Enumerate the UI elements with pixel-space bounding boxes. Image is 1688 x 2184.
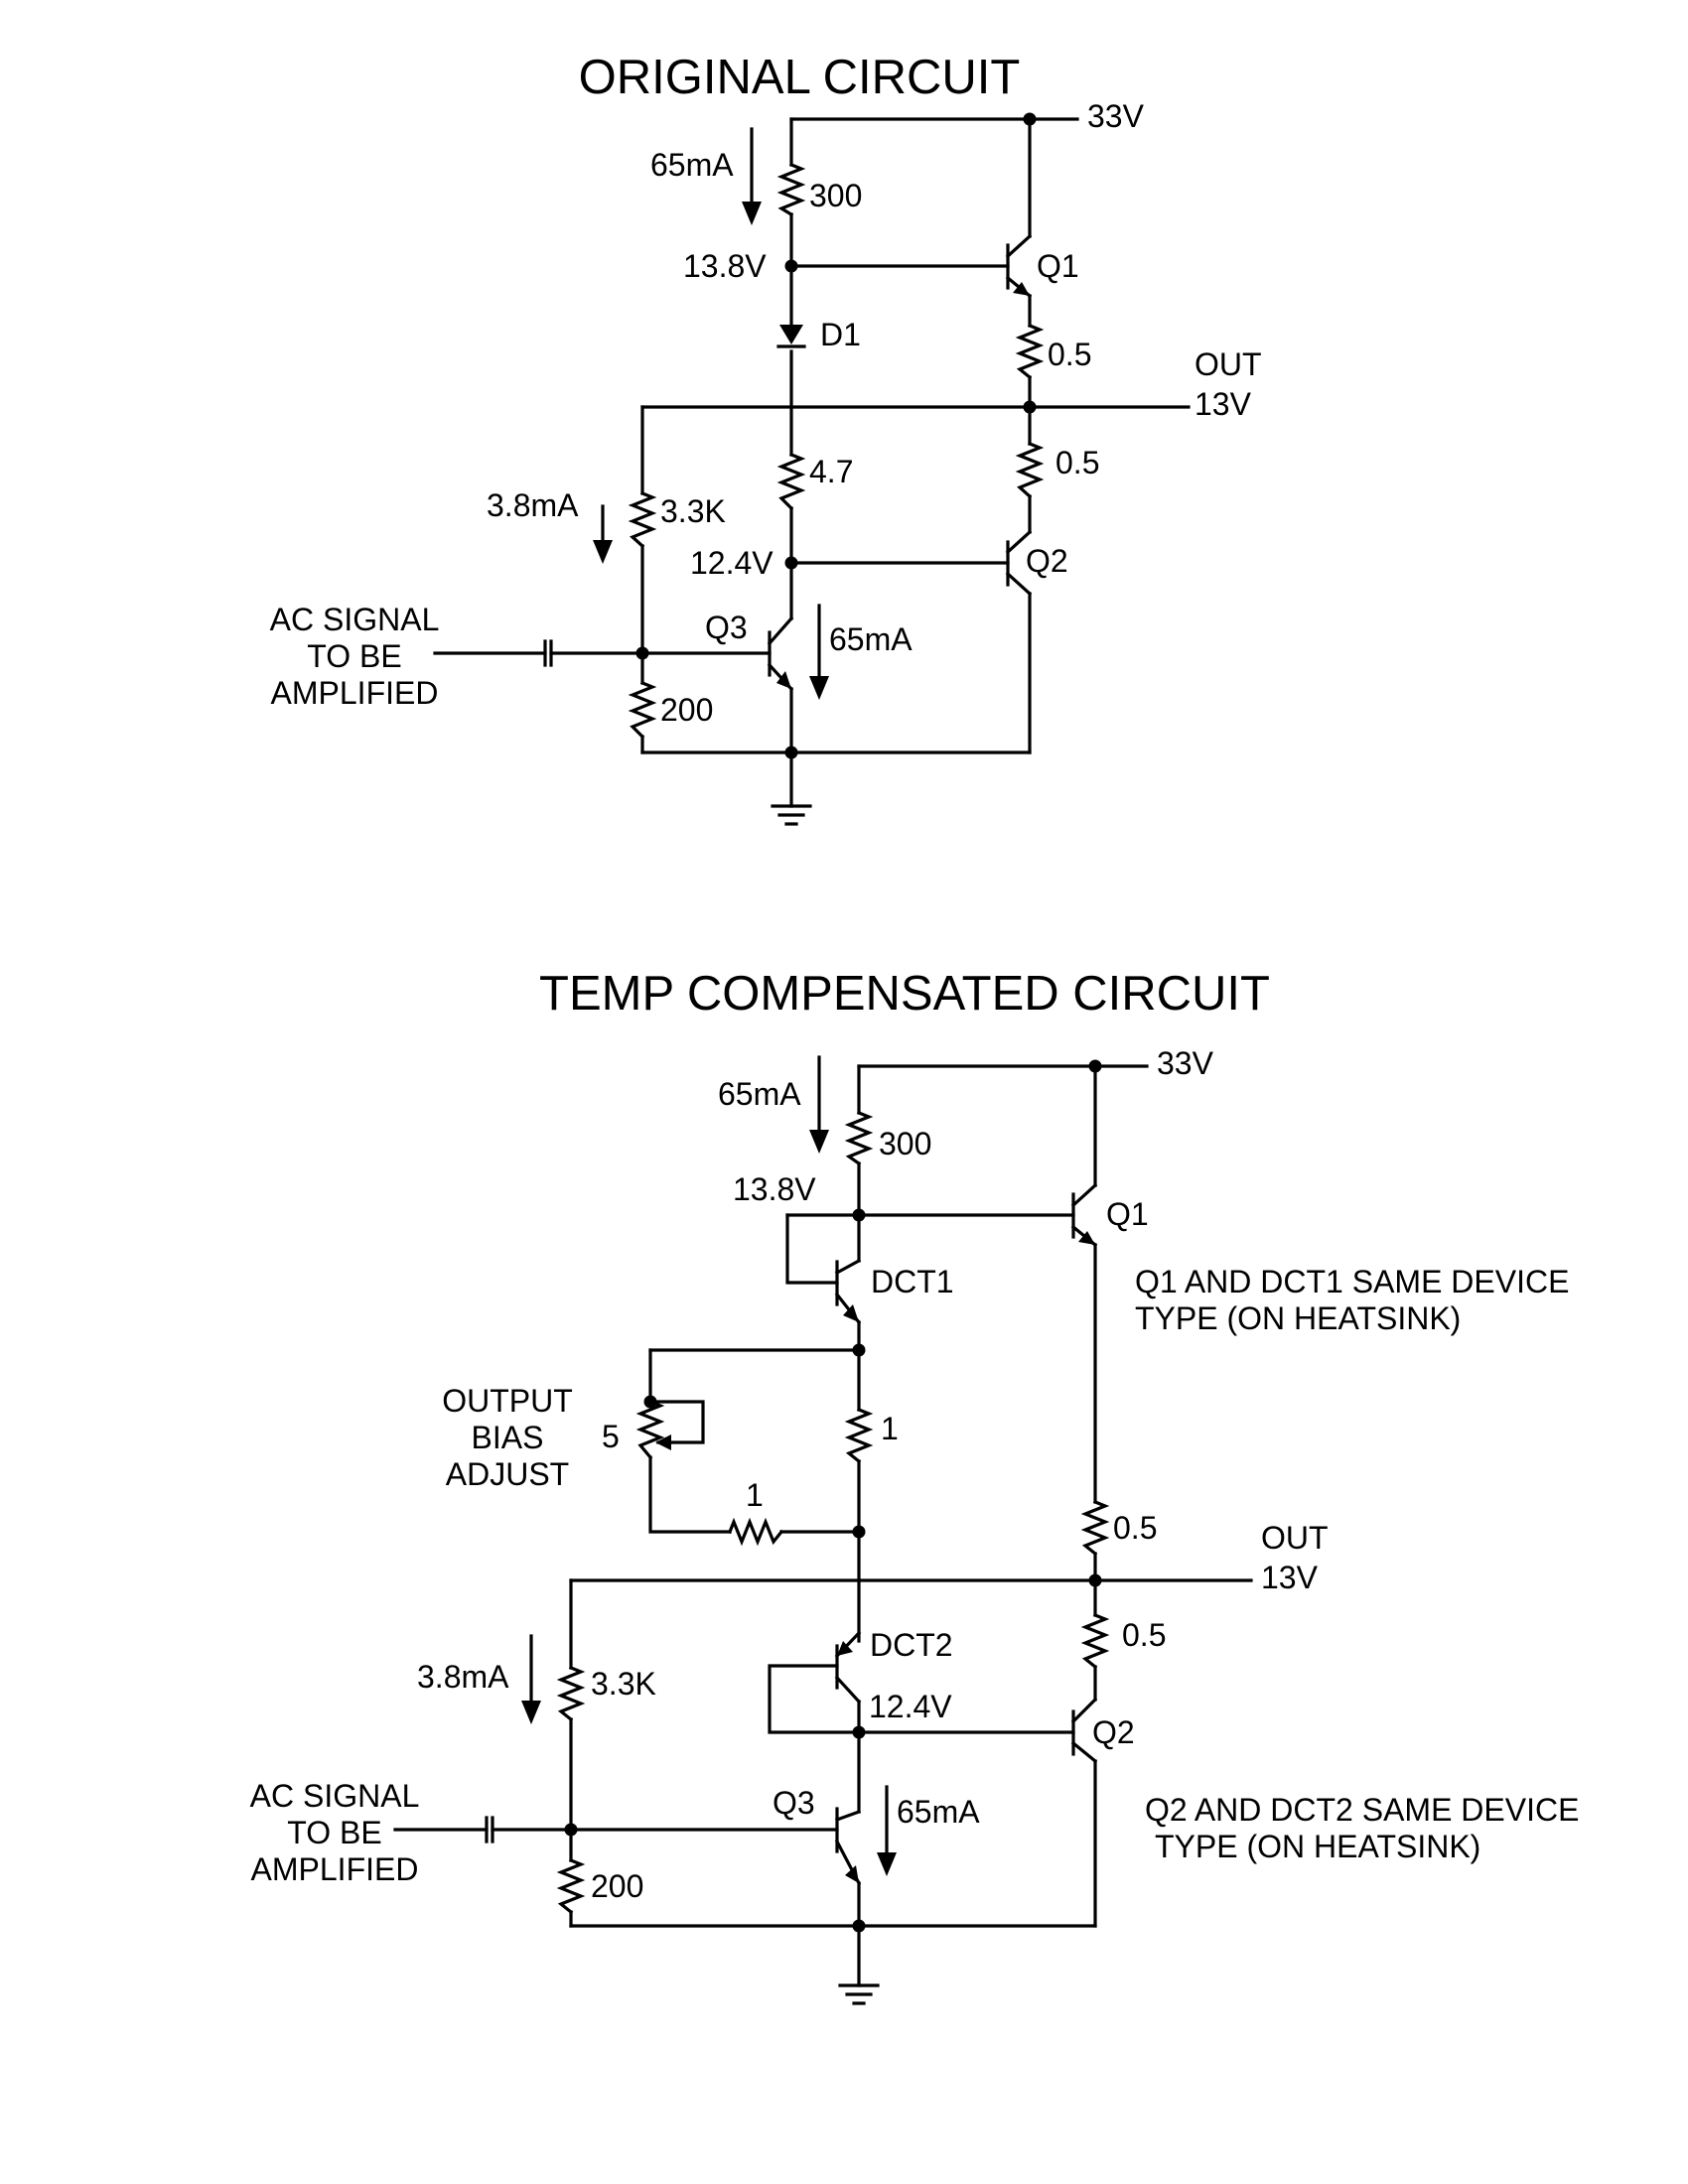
resistor-q2-emitter <box>1080 1612 1110 1670</box>
label-q3: Q3 <box>773 1785 815 1821</box>
original-junctions <box>635 112 1037 759</box>
original-transistor-q1 <box>1005 233 1033 299</box>
resistor-3.3k <box>556 1665 586 1722</box>
label-supply: 33V <box>1157 1045 1214 1081</box>
label-out-voltage: 13V <box>1195 386 1252 422</box>
resistor-1-series <box>844 1407 874 1464</box>
label-bias-line1: OUTPUT <box>442 1383 573 1419</box>
resistor-4.7 <box>776 452 806 511</box>
label-r-q2-emitter: 0.5 <box>1122 1617 1166 1653</box>
label-input-line2: TO BE <box>287 1815 381 1850</box>
original-circuit: ORIGINAL CIRCUIT <box>270 51 1262 826</box>
compensated-transistor-q2 <box>1070 1697 1098 1764</box>
compensated-pot-wiper <box>655 1434 671 1450</box>
label-r-divider-top: 3.3K <box>591 1666 656 1702</box>
compensated-current-arrows <box>521 1055 897 1876</box>
original-capacitor <box>543 639 553 667</box>
label-q1: Q1 <box>1037 248 1079 284</box>
label-bias-line3: ADJUST <box>446 1456 569 1492</box>
compensated-transistor-dct1 <box>834 1258 862 1325</box>
label-out: OUT <box>1261 1520 1329 1556</box>
resistor-200 <box>628 680 657 740</box>
original-transistor-q2 <box>1005 529 1033 597</box>
label-current-top: 65mA <box>650 147 734 183</box>
compensated-circuit-title: TEMP COMPENSATED CIRCUIT <box>539 967 1270 1021</box>
label-current-q3: 65mA <box>897 1794 980 1830</box>
label-r-lower: 1 <box>746 1477 764 1513</box>
original-wires <box>433 117 1191 826</box>
label-input-line1: AC SIGNAL <box>270 602 440 637</box>
label-r-q1-emitter: 0.5 <box>1048 337 1091 372</box>
resistor-q2-emitter <box>1015 441 1045 499</box>
compensated-capacitor <box>485 1816 494 1843</box>
compensated-junctions <box>564 1059 1102 1933</box>
label-r-divider-top: 3.3K <box>660 493 726 529</box>
potentiometer-5 <box>635 1399 665 1460</box>
label-out-voltage: 13V <box>1261 1560 1319 1595</box>
label-input-line2: TO BE <box>307 638 401 674</box>
resistor-300 <box>844 1110 874 1166</box>
label-note-q1-line2: TYPE (ON HEATSINK) <box>1135 1300 1461 1336</box>
label-r-q1-emitter: 0.5 <box>1113 1510 1157 1546</box>
label-v-node-bottom: 12.4V <box>869 1689 952 1724</box>
label-input-line1: AC SIGNAL <box>250 1778 420 1814</box>
resistor-q1-emitter <box>1015 323 1045 380</box>
label-dct2: DCT2 <box>870 1627 953 1663</box>
label-input-line3: AMPLIFIED <box>271 675 439 711</box>
label-q2: Q2 <box>1026 543 1068 579</box>
label-current-q3: 65mA <box>829 621 913 657</box>
label-q1: Q1 <box>1106 1196 1149 1232</box>
resistor-300 <box>776 162 806 217</box>
compensated-transistor-q3 <box>834 1807 862 1886</box>
label-r-divider-bottom: 200 <box>591 1868 643 1904</box>
label-input-line3: AMPLIFIED <box>251 1851 419 1887</box>
original-current-arrows <box>593 127 829 700</box>
label-pot-value: 5 <box>602 1419 620 1454</box>
label-supply: 33V <box>1087 98 1145 134</box>
label-current-divider: 3.8mA <box>487 487 579 523</box>
compensated-transistor-dct2 <box>834 1630 862 1705</box>
original-resistors <box>628 162 1045 740</box>
label-v-node-top: 13.8V <box>683 248 767 284</box>
label-d1: D1 <box>820 317 861 352</box>
compensated-resistors <box>556 1110 1110 1915</box>
compensated-circuit: TEMP COMPENSATED CIRCUIT <box>250 967 1580 2005</box>
label-dct1: DCT1 <box>871 1264 954 1299</box>
label-v-node-bottom: 12.4V <box>690 545 774 581</box>
original-circuit-title: ORIGINAL CIRCUIT <box>579 51 1021 104</box>
label-r-series: 1 <box>881 1411 899 1446</box>
original-labels: 33V 65mA 300 13.8V Q1 D1 0.5 OUT 13V 0.5… <box>270 98 1262 728</box>
resistor-1-lower <box>727 1517 784 1547</box>
original-diode-d1 <box>776 325 806 348</box>
label-bias-line2: BIAS <box>472 1420 544 1455</box>
label-q2: Q2 <box>1092 1714 1135 1750</box>
label-note-q2-line2: TYPE (ON HEATSINK) <box>1155 1829 1480 1864</box>
label-r-top: 300 <box>879 1126 931 1161</box>
compensated-labels: 33V 65mA 300 13.8V Q1 DCT1 Q1 AND DCT1 S… <box>250 1045 1580 1904</box>
label-note-q1-line1: Q1 AND DCT1 SAME DEVICE <box>1135 1264 1569 1299</box>
label-current-top: 65mA <box>718 1076 801 1112</box>
label-r-q2-emitter: 0.5 <box>1055 445 1099 480</box>
label-out: OUT <box>1195 346 1262 382</box>
label-r-top: 300 <box>809 178 862 213</box>
label-q3: Q3 <box>705 610 748 645</box>
compensated-wires <box>393 1064 1253 2005</box>
label-current-divider: 3.8mA <box>417 1659 509 1695</box>
resistor-200 <box>556 1857 586 1915</box>
resistor-3.3k <box>628 490 657 549</box>
original-transistor-q3 <box>767 615 794 692</box>
label-v-node-top: 13.8V <box>733 1171 816 1207</box>
label-r-bias: 4.7 <box>809 454 853 489</box>
label-r-divider-bottom: 200 <box>660 692 713 728</box>
label-note-q2-line1: Q2 AND DCT2 SAME DEVICE <box>1145 1792 1579 1828</box>
resistor-q1-emitter <box>1080 1499 1110 1557</box>
compensated-transistor-q1 <box>1070 1182 1098 1248</box>
